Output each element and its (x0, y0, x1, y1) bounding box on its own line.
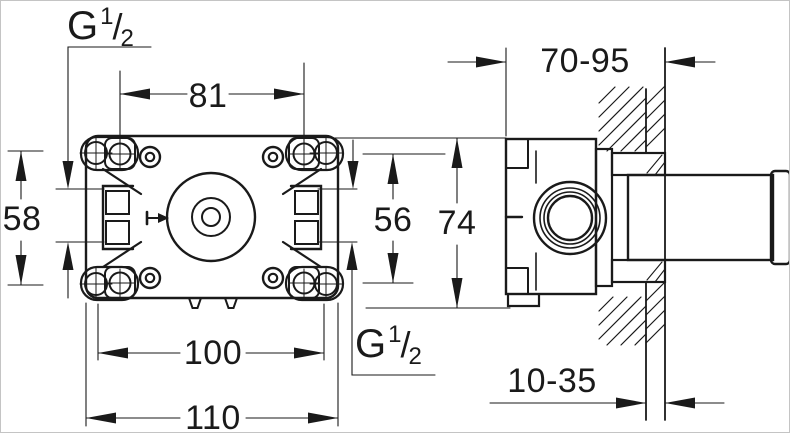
dimension-70-95 (447, 47, 716, 137)
arrowhead (15, 255, 27, 285)
wall-anchor-tabs (610, 151, 667, 284)
arrowhead (665, 397, 695, 409)
dimension-label-10-35: 10-35 (507, 362, 597, 400)
dimension-label-58: 58 (2, 200, 42, 238)
dimension-10-35 (489, 397, 725, 409)
crosshair-marks (79, 136, 343, 301)
dimension-label-81: 81 (188, 77, 228, 115)
thread-leader-top (62, 46, 152, 299)
arrowhead (387, 154, 399, 184)
valve-body-outline (84, 134, 340, 300)
side-view (330, 47, 789, 421)
dimension-label-110: 110 (185, 399, 241, 433)
port-reference-lines (55, 188, 358, 243)
arrowhead (98, 347, 128, 359)
thread-label-bottom: G1/2 (355, 321, 422, 370)
ear-tails (101, 167, 323, 269)
cartridge-circles (165, 171, 257, 263)
inlet-port-right (289, 184, 323, 251)
flow-direction-icon (145, 210, 169, 226)
arrowhead (451, 138, 463, 168)
dimension-74 (330, 137, 511, 309)
bottom-tabs (187, 297, 239, 309)
arrowhead (62, 242, 74, 270)
dimension-110 (85, 302, 339, 427)
arrowhead (120, 88, 150, 100)
dimension-label-70-95: 70-95 (540, 42, 630, 80)
grommets (138, 145, 285, 290)
arrowhead (15, 151, 27, 181)
thread-label-top: G1/2 (67, 3, 134, 52)
valve-boss-circles (532, 180, 608, 256)
dimension-56 (362, 153, 446, 284)
arrowhead (347, 161, 359, 189)
arrowhead (665, 56, 695, 68)
dimension-58 (7, 150, 44, 286)
arrowhead (451, 278, 463, 308)
mounting-foot (506, 292, 541, 308)
arrowhead (62, 161, 74, 189)
arrowhead (346, 242, 358, 270)
front-plate (594, 147, 614, 288)
arrowhead (274, 88, 304, 100)
arrowhead (308, 412, 338, 424)
arrowhead (294, 347, 324, 359)
arrowhead (387, 253, 399, 283)
pad-screws (105, 139, 319, 298)
thread-size-text: G (67, 4, 99, 48)
dimension-label-56: 56 (373, 201, 413, 239)
arrowhead (86, 412, 116, 424)
thread-size-text: G (355, 322, 387, 366)
dimension-81 (119, 62, 305, 152)
arrowhead (616, 397, 646, 409)
sleeve-end-cap (769, 169, 789, 266)
inlet-port-left (101, 184, 135, 251)
finish-layer-hatch (645, 85, 666, 344)
thread-leader-bottom (346, 139, 436, 376)
wall-hatch (598, 86, 647, 346)
protection-sleeve (626, 169, 789, 266)
front-view (7, 46, 446, 427)
dimension-100 (97, 303, 325, 361)
crosshair-marks (105, 139, 319, 298)
dimension-label-74: 74 (437, 204, 477, 242)
arrowhead (476, 56, 506, 68)
ear-screw-holes (79, 136, 343, 301)
dimension-label-100: 100 (183, 334, 243, 372)
